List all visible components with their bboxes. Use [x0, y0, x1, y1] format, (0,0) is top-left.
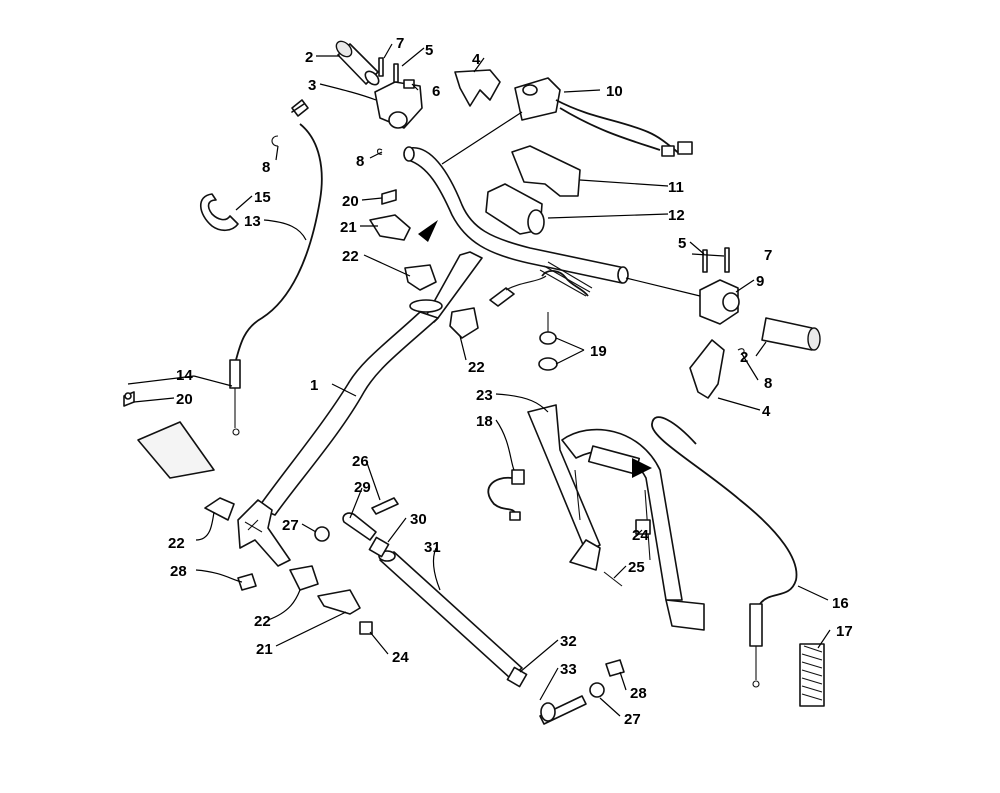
leader-lines	[127, 43, 831, 717]
callout-22a: 22	[342, 248, 359, 265]
callout-15: 15	[254, 189, 271, 206]
callout-11: 11	[668, 179, 684, 196]
handlebar-pad	[485, 183, 545, 235]
callout-8a: 8	[262, 159, 270, 176]
right-grip	[761, 317, 821, 351]
callout-5a: 5	[425, 42, 433, 59]
callout-8c: 8	[764, 375, 772, 392]
return-spring	[799, 643, 825, 707]
callout-2a: 2	[305, 49, 313, 66]
callout-labels: 1 2 2 3 4 4 5 5 6 7 7 8 8 8 9 10 11 12 1…	[168, 35, 853, 728]
callout-16: 16	[832, 595, 849, 612]
callout-5b: 5	[678, 235, 686, 252]
callout-29: 29	[354, 479, 371, 496]
callout-10: 10	[606, 83, 623, 100]
callout-4a: 4	[472, 51, 481, 68]
callout-24b: 24	[392, 649, 409, 666]
hardware	[123, 103, 745, 725]
direction-arrow-upper	[418, 220, 438, 242]
callout-17: 17	[836, 623, 853, 640]
callout-4b: 4	[762, 403, 771, 420]
throttle-lever-cover	[454, 69, 501, 107]
callout-13: 13	[244, 213, 261, 230]
callout-23: 23	[476, 387, 493, 404]
throttle-cable	[229, 99, 323, 436]
callout-22c: 22	[168, 535, 185, 552]
callout-19: 19	[590, 343, 607, 360]
callout-20a: 20	[342, 193, 359, 210]
callout-18: 18	[476, 413, 493, 430]
callout-27b: 27	[624, 711, 641, 728]
throttle-housing	[374, 57, 423, 129]
callout-27a: 27	[282, 517, 299, 534]
callout-21a: 21	[340, 219, 357, 236]
brake-cable	[651, 416, 798, 688]
callout-7b: 7	[764, 247, 772, 264]
callout-7a: 7	[396, 35, 404, 52]
callout-2b: 2	[740, 349, 748, 366]
brake-lever-guard	[689, 339, 725, 399]
tie-rod	[378, 550, 523, 679]
callout-22b: 22	[468, 359, 485, 376]
callout-28b: 28	[630, 685, 647, 702]
brake-housing	[699, 247, 740, 325]
callout-14: 14	[176, 367, 193, 384]
left-grip	[335, 40, 380, 86]
callout-21b: 21	[256, 641, 273, 658]
callout-31: 31	[424, 539, 441, 556]
handlebar-pad-cover	[511, 145, 581, 197]
callout-22d: 22	[254, 613, 271, 630]
handlebar	[403, 146, 629, 284]
callout-24a: 24	[632, 527, 649, 544]
cable-clamp	[199, 193, 239, 232]
callout-26: 26	[352, 453, 369, 470]
steering-support-bracket	[527, 404, 705, 631]
callout-33: 33	[560, 661, 577, 678]
callout-20b: 20	[176, 391, 193, 408]
direction-arrow-lower	[632, 458, 652, 478]
callout-6: 6	[432, 83, 440, 100]
kill-switch	[514, 77, 693, 157]
callout-30: 30	[410, 511, 427, 528]
callout-25: 25	[628, 559, 645, 576]
callout-9: 9	[756, 273, 764, 290]
callout-28a: 28	[170, 563, 187, 580]
tether-switch	[489, 261, 593, 371]
callout-32: 32	[560, 633, 577, 650]
callout-8b: 8	[356, 153, 364, 170]
callout-12: 12	[668, 207, 685, 224]
callout-3: 3	[308, 77, 316, 94]
callout-1: 1	[310, 377, 318, 394]
steering-post	[237, 251, 483, 567]
